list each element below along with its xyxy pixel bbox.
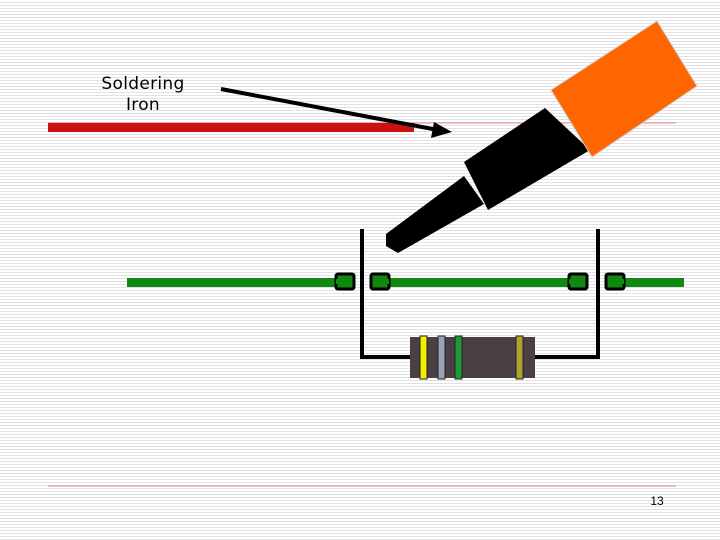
resistor-body bbox=[410, 337, 535, 378]
pad-left-inner bbox=[369, 272, 391, 291]
resistor-band-4 bbox=[515, 335, 524, 380]
title-rule bbox=[48, 123, 414, 132]
pad-left-outer bbox=[334, 272, 356, 291]
resistor-band-3 bbox=[454, 335, 463, 380]
page-number: 13 bbox=[650, 494, 664, 508]
soldering-iron-label: Soldering Iron bbox=[78, 74, 208, 116]
resistor-lead-left bbox=[360, 229, 410, 359]
soldering-iron-label-line2: Iron bbox=[125, 95, 160, 115]
trace-right bbox=[619, 278, 684, 287]
soldering-iron-label-line1: Soldering bbox=[101, 74, 185, 94]
pad-right-outer bbox=[604, 272, 626, 291]
trace-left bbox=[127, 278, 337, 287]
trace-middle bbox=[387, 278, 569, 287]
resistor-band-2 bbox=[437, 335, 446, 380]
pad-right-inner bbox=[567, 272, 589, 291]
iron-tip bbox=[386, 176, 484, 253]
iron-handle bbox=[550, 20, 698, 158]
soldering-iron-icon bbox=[386, 20, 698, 253]
resistor-icon bbox=[410, 335, 535, 380]
iron-shaft bbox=[464, 108, 590, 210]
resistor-lead-right bbox=[535, 229, 600, 359]
resistor-band-1 bbox=[419, 335, 428, 380]
arrow-icon bbox=[220, 87, 452, 138]
